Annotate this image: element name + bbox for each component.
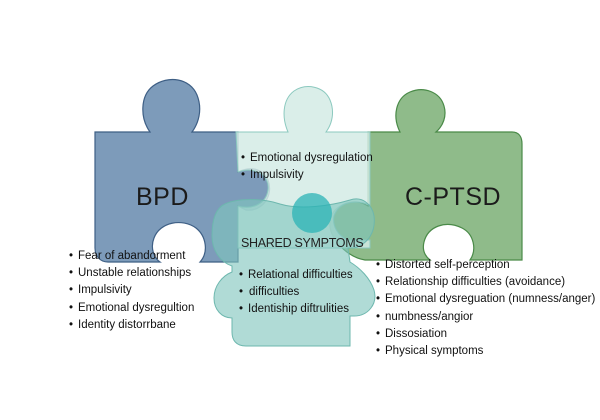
cptsd-symptom-list: Distorted self-perception Relationship d… [376, 257, 595, 360]
list-item: Unstable relationships [69, 265, 194, 282]
list-item: Impulsivity [69, 282, 194, 299]
list-item: Emotional dysregulation [241, 150, 373, 167]
list-item: Identity distorrbane [69, 317, 194, 334]
shared-title: SHARED SYMPTOMS [241, 236, 364, 250]
list-item: Relational difficulties [239, 267, 353, 284]
list-item: Impulsivity [241, 167, 373, 184]
list-item: numbness/angior [376, 309, 595, 326]
list-item: Relationship difficulties (avoidance) [376, 274, 595, 291]
list-item: Emotional dysreguation (numness/anger) [376, 291, 595, 308]
bpd-symptom-list: Fear of abandorment Unstable relationshi… [69, 248, 194, 334]
list-item: difficulties [239, 284, 353, 301]
list-item: Emotional dysregultion [69, 300, 194, 317]
list-item: Fear of abandorment [69, 248, 194, 265]
bpd-title: BPD [136, 183, 189, 211]
shared-symptom-list: Relational difficulties difficulties Ide… [239, 267, 353, 319]
list-item: Identiship diftrulities [239, 301, 353, 318]
cptsd-title: C-PTSD [405, 183, 502, 211]
list-item: Dissosiation [376, 326, 595, 343]
top-symptom-list: Emotional dysregulation Impulsivity [241, 150, 373, 185]
shared-overlap-tab [292, 193, 332, 233]
list-item: Physical symptoms [376, 343, 595, 360]
list-item: Distorted self-perception [376, 257, 595, 274]
